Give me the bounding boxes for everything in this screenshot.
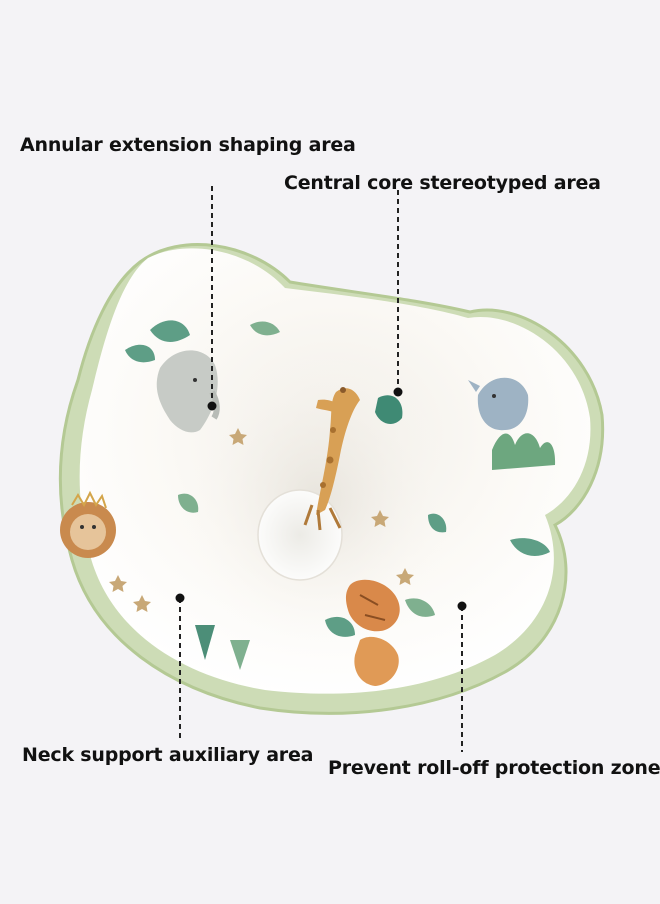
rhino-icon [468, 377, 556, 470]
leader-dots [175, 387, 467, 611]
central-core-label: Central core stereotyped area [284, 172, 601, 194]
annular-extension-label: Annular extension shaping area [20, 134, 356, 156]
neck-support-label: Neck support auxiliary area [22, 744, 314, 766]
giraffe-icon [303, 387, 360, 531]
star-icon [109, 428, 414, 612]
leaf-icon [125, 320, 550, 670]
roll-off-protection-label: Prevent roll-off protection zone [328, 757, 660, 779]
pillow-piping [58, 243, 605, 715]
lion-icon [60, 490, 116, 558]
pillow-hole [257, 489, 343, 581]
elephant-icon [156, 350, 220, 433]
leader-lines [179, 186, 463, 752]
tiger-icon [345, 579, 400, 686]
